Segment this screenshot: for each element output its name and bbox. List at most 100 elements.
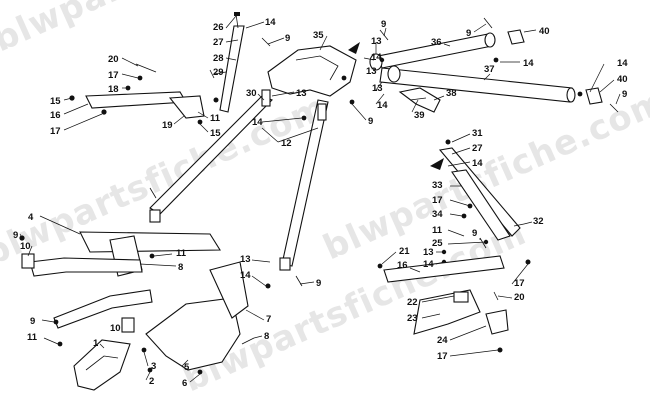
- nut-14a: [301, 115, 307, 121]
- callout-9-d: 9: [466, 28, 471, 39]
- nut-11b: [57, 341, 63, 347]
- callout-24: 24: [437, 335, 448, 346]
- mount-19: [168, 95, 205, 119]
- bolt-9j: [53, 319, 59, 325]
- mount-bracket-35: [267, 45, 357, 97]
- callout-22: 22: [407, 297, 418, 308]
- nut-14c: [265, 283, 271, 289]
- callout-40-a: 40: [539, 26, 550, 37]
- nut-21: [377, 263, 383, 269]
- upper-frame-assembly: [69, 12, 619, 289]
- callout-9-h: 9: [316, 278, 321, 289]
- panel-4: [79, 231, 221, 253]
- bolt-20: [135, 63, 157, 73]
- callout-17-e: 17: [437, 351, 448, 362]
- bolt-3: [141, 347, 147, 353]
- callout-16-b: 16: [397, 260, 408, 271]
- callout-8-b: 8: [264, 331, 269, 342]
- callout-21: 21: [399, 246, 410, 257]
- sleeve-13d: [279, 257, 291, 271]
- callout-26: 26: [213, 22, 224, 33]
- bracket-24: [485, 309, 509, 335]
- nut-14e: [577, 91, 583, 97]
- bushing-13b: [387, 65, 401, 83]
- bolt-26: [235, 13, 239, 29]
- callout-13-f: 13: [240, 254, 251, 265]
- nut-17b: [137, 75, 143, 81]
- callout-11-b: 11: [432, 225, 443, 236]
- callout-13-d: 13: [372, 83, 383, 94]
- callout-33: 33: [432, 180, 443, 191]
- callout-14-h: 14: [423, 259, 434, 270]
- callout-9-i: 9: [30, 316, 35, 327]
- clamp-38: [398, 87, 441, 113]
- bracket-16b: [383, 255, 505, 283]
- callout-9-g: 9: [13, 230, 18, 241]
- bolt-20b: [493, 291, 499, 301]
- bolt-32: [513, 223, 525, 227]
- callout-31: 31: [472, 128, 483, 139]
- nut-14b: [341, 75, 347, 81]
- callout-17-a: 17: [108, 70, 119, 81]
- callout-15-b: 15: [210, 128, 221, 139]
- callout-17-b: 17: [50, 126, 61, 137]
- callout-12: 12: [281, 138, 292, 149]
- callout-23: 23: [407, 313, 418, 324]
- bolt-9b: [149, 187, 157, 199]
- pin-29: [209, 69, 215, 79]
- callout-36: 36: [431, 37, 442, 48]
- nut-17d: [497, 347, 503, 353]
- callout-14-i: 14: [240, 270, 251, 281]
- callout-3: 3: [151, 361, 156, 372]
- callout-14-a: 14: [265, 17, 276, 28]
- panel-7: [209, 261, 249, 319]
- sleeve-13a: [261, 89, 271, 107]
- callout-34: 34: [432, 209, 443, 220]
- callout-9-b: 9: [368, 116, 373, 127]
- callout-28: 28: [213, 53, 224, 64]
- callout-27-b: 27: [472, 143, 483, 154]
- callouts: 26 27 28 29 14 9 35 20 17 18 15 16 17 30…: [13, 15, 628, 389]
- callout-25: 25: [432, 238, 443, 249]
- nut-34: [461, 213, 467, 219]
- bolt-9f: [609, 103, 619, 113]
- skid-detail: [85, 355, 119, 371]
- callout-39: 39: [414, 110, 425, 121]
- callout-11-c: 11: [176, 248, 187, 259]
- callout-11-a: 11: [210, 113, 221, 124]
- callout-15-a: 15: [50, 96, 61, 107]
- callout-29: 29: [213, 67, 224, 78]
- mount-detail: [295, 55, 339, 81]
- callout-16-a: 16: [50, 110, 61, 121]
- callout-7: 7: [266, 314, 271, 325]
- nut-17: [101, 109, 107, 115]
- bushing-10b: [121, 317, 135, 333]
- callout-5: 5: [184, 362, 190, 373]
- nut-17e: [525, 259, 531, 265]
- bracket-27: [219, 25, 245, 113]
- callout-13-a: 13: [296, 88, 307, 99]
- callout-18: 18: [108, 84, 119, 95]
- callout-4: 4: [28, 212, 34, 223]
- callout-8-a: 8: [178, 262, 183, 273]
- nut-6: [197, 369, 203, 375]
- callout-17-d: 17: [514, 278, 525, 289]
- bolt-9d: [261, 37, 271, 47]
- callout-9-a: 9: [285, 33, 290, 44]
- arrow-marker-2: [430, 158, 444, 170]
- clip-39: [409, 97, 427, 101]
- callout-14-b: 14: [252, 117, 263, 128]
- bolt-9e: [483, 17, 493, 29]
- callout-6: 6: [182, 378, 187, 389]
- block-22: [453, 291, 469, 303]
- bushing-10a: [21, 253, 35, 269]
- callout-30: 30: [246, 88, 257, 99]
- cap-40a: [507, 29, 525, 45]
- arm-lower: [53, 289, 153, 329]
- tube-12-right: [281, 99, 329, 267]
- callout-35: 35: [313, 30, 324, 41]
- lower-left-assembly: [19, 231, 255, 391]
- callout-1: 1: [93, 338, 99, 349]
